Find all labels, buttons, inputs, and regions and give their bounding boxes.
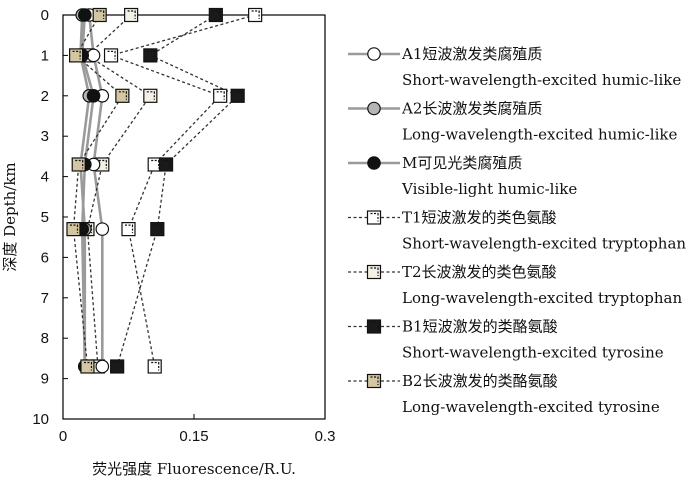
legend-item-A1: A1短波激发类腐殖质 Short-wavelength-excited humic… (348, 45, 681, 89)
legend-marker (366, 319, 382, 334)
series-line-T1 (108, 14, 256, 367)
legend-label-en: Long-wavelength-excited humic-like (402, 126, 677, 144)
marker-B1 (150, 222, 165, 237)
x-axis-label: 荧光强度 Fluorescence/R.U. (92, 460, 296, 478)
y-tick-label: 0 (41, 7, 49, 24)
x-tick-label: 0.3 (315, 428, 336, 445)
marker-T1 (147, 359, 162, 374)
marker-B2 (92, 7, 107, 23)
marker-T1 (147, 157, 162, 172)
legend-label-cn: M可见光类腐殖质 (402, 154, 522, 172)
legend-item-T2: T2长波激发的类色氨酸 Long-wavelength-excited trypt… (348, 263, 682, 307)
marker-B2 (68, 48, 84, 63)
marker-T1 (248, 7, 263, 23)
legend-label-en: Short-wavelength-excited humic-like (402, 71, 681, 89)
legend-marker (367, 156, 381, 170)
legend-marker (366, 210, 382, 225)
legend-label-cn: B2长波激发的类酪氨酸 (402, 372, 558, 390)
legend-label-cn: A2长波激发类腐殖质 (401, 100, 542, 118)
marker-M (86, 89, 101, 103)
legend-label-en: Long-wavelength-excited tryptophan (402, 289, 682, 307)
y-tick-label: 9 (41, 371, 49, 388)
y-tick-label: 5 (41, 209, 49, 226)
legend-label-cn: T1短波激发的类色氨酸 (402, 209, 557, 227)
series-lines (72, 14, 256, 367)
y-axis-label: 深度 Depth/km (1, 162, 19, 271)
legend-marker (366, 373, 382, 389)
legend-label-en: Short-wavelength-excited tyrosine (402, 344, 664, 362)
legend-label-cn: A1短波激发类腐殖质 (401, 45, 542, 63)
marker-T1 (103, 48, 119, 63)
y-tick-label: 10 (32, 411, 49, 428)
legend-item-M: M可见光类腐殖质 Visible-light humic-like (348, 154, 577, 198)
marker-B2 (115, 88, 130, 103)
legend-label-cn: T2长波激发的类色氨酸 (402, 263, 557, 281)
legend-label-en: Short-wavelength-excited tryptophan (402, 235, 686, 253)
x-tick-label: 0 (59, 428, 67, 445)
legend: A1短波激发类腐殖质 Short-wavelength-excited humic… (348, 45, 686, 416)
marker-A1 (95, 222, 110, 236)
series-line-T2 (86, 14, 152, 367)
x-axis: 0 0.15 0.3 (59, 414, 336, 445)
marker-B1 (143, 48, 158, 63)
marker-B2 (80, 359, 95, 374)
legend-label-en: Long-wavelength-excited tyrosine (402, 398, 660, 416)
legend-label-cn: B1短波激发的类酪氨酸 (402, 318, 558, 336)
y-axis: 0 1 2 3 4 5 6 7 8 9 10 (32, 7, 68, 428)
plot-area: 0 1 2 3 4 5 6 7 8 9 10 0 0.15 0.3 (32, 7, 335, 445)
series-markers (66, 7, 263, 374)
y-tick-label: 3 (41, 128, 49, 145)
series-line-B1 (116, 14, 239, 367)
marker-B2 (71, 157, 86, 172)
marker-M (78, 8, 92, 22)
marker-B1 (110, 359, 125, 374)
marker-T1 (121, 222, 136, 237)
marker-A1 (95, 359, 110, 374)
marker-T2 (124, 7, 139, 23)
y-tick-label: 6 (41, 249, 49, 266)
y-tick-label: 4 (41, 169, 49, 186)
legend-item-B2: B2长波激发的类酪氨酸 Long-wavelength-excited tyros… (348, 372, 660, 416)
y-tick-label: 7 (41, 290, 49, 307)
marker-B1 (158, 157, 174, 172)
marker-B1 (208, 7, 223, 23)
legend-item-T1: T1短波激发的类色氨酸 Short-wavelength-excited tryp… (348, 209, 686, 253)
marker-A1 (86, 48, 101, 63)
legend-item-B1: B1短波激发的类酪氨酸 Short-wavelength-excited tyro… (348, 318, 664, 362)
marker-B2 (66, 222, 81, 237)
legend-marker (366, 264, 382, 280)
y-tick-label: 1 (41, 47, 49, 64)
legend-marker (367, 47, 381, 61)
legend-item-A2: A2长波激发类腐殖质 Long-wavelength-excited humic-… (348, 100, 677, 144)
y-tick-label: 2 (41, 88, 49, 105)
marker-T1 (213, 88, 228, 103)
x-tick-label: 0.15 (179, 428, 208, 445)
y-tick-label: 8 (41, 330, 49, 347)
legend-marker (367, 101, 381, 116)
marker-B1 (230, 88, 245, 103)
legend-label-en: Visible-light humic-like (401, 180, 577, 198)
marker-T2 (143, 88, 158, 103)
